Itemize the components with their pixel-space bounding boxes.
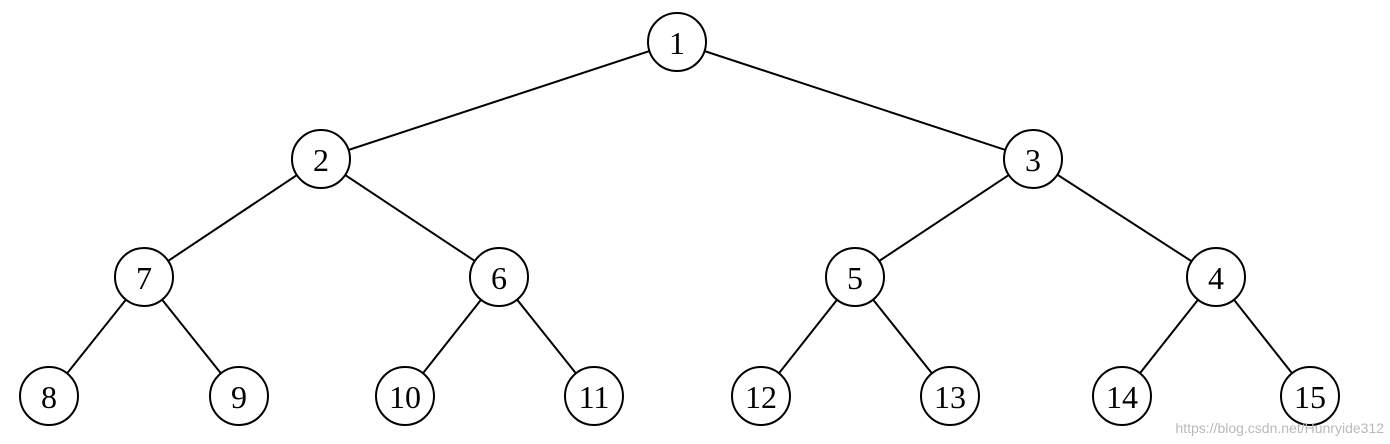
node-circle (209, 366, 269, 426)
tree-node-8: 8 (19, 366, 79, 426)
tree-edges (48, 41, 1311, 397)
tree-node-13: 13 (920, 366, 980, 426)
node-circle (291, 129, 351, 189)
node-label: 4 (1208, 260, 1224, 296)
node-label: 9 (231, 379, 247, 415)
tree-node-15: 15 (1280, 366, 1340, 426)
tree-node-5: 5 (825, 247, 885, 307)
edge-n2-n6 (320, 158, 500, 278)
node-label: 3 (1025, 142, 1041, 178)
node-label: 6 (491, 260, 507, 296)
node-circle (1186, 247, 1246, 307)
node-label: 14 (1106, 379, 1138, 415)
node-circle (825, 247, 885, 307)
tree-node-6: 6 (469, 247, 529, 307)
node-circle (1280, 366, 1340, 426)
node-circle (375, 366, 435, 426)
tree-node-4: 4 (1186, 247, 1246, 307)
edge-n2-n7 (143, 158, 322, 278)
tree-node-7: 7 (114, 247, 174, 307)
tree-node-10: 10 (375, 366, 435, 426)
node-label: 11 (579, 379, 610, 415)
node-circle (1003, 129, 1063, 189)
edge-n1-n2 (320, 41, 678, 160)
node-label: 10 (389, 379, 421, 415)
node-label: 5 (847, 260, 863, 296)
node-circle (1092, 366, 1152, 426)
node-circle (19, 366, 79, 426)
tree-node-9: 9 (209, 366, 269, 426)
node-label: 1 (669, 25, 685, 61)
node-label: 2 (313, 142, 329, 178)
node-circle (647, 12, 707, 72)
node-label: 13 (934, 379, 966, 415)
tree-node-2: 2 (291, 129, 351, 189)
node-label: 8 (41, 379, 57, 415)
node-label: 12 (745, 379, 777, 415)
node-circle (469, 247, 529, 307)
edge-n3-n5 (854, 158, 1034, 278)
tree-node-14: 14 (1092, 366, 1152, 426)
node-label: 15 (1294, 379, 1326, 415)
edge-n3-n4 (1032, 158, 1217, 278)
edge-n1-n3 (676, 41, 1034, 160)
node-label: 7 (136, 260, 152, 296)
tree-node-3: 3 (1003, 129, 1063, 189)
node-circle (920, 366, 980, 426)
tree-node-1: 1 (647, 12, 707, 72)
tree-node-12: 12 (731, 366, 791, 426)
node-circle (731, 366, 791, 426)
node-circle (564, 366, 624, 426)
watermark-text: https://blog.csdn.net/Hunryide312 (1175, 420, 1384, 436)
node-circle (114, 247, 174, 307)
tree-node-11: 11 (564, 366, 624, 426)
